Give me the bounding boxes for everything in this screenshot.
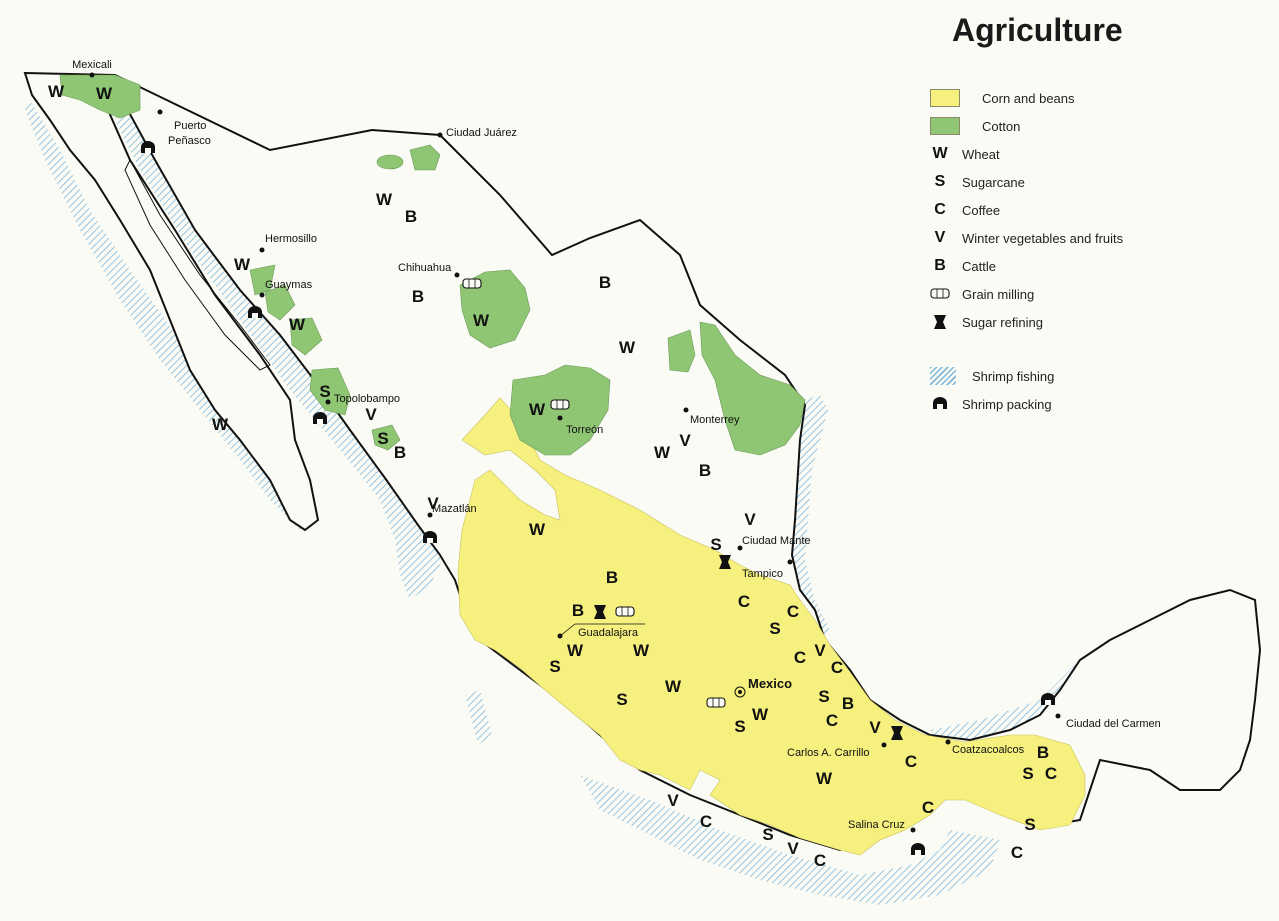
- map-title: Agriculture: [952, 12, 1123, 48]
- crop-letter-s: S: [319, 382, 330, 401]
- crop-letter-v: V: [814, 641, 826, 660]
- crop-letter-s: S: [616, 690, 627, 709]
- crop-letter-c: C: [794, 648, 806, 667]
- crop-letter-v: V: [744, 510, 756, 529]
- crop-letter-b: B: [412, 287, 424, 306]
- sugar-refining-icon: [934, 315, 946, 329]
- crop-letter-c: C: [1045, 764, 1057, 783]
- crop-letter-w: W: [234, 255, 251, 274]
- city-guadalajara: Guadalajara: [578, 627, 639, 639]
- crop-letter-w: W: [473, 311, 490, 330]
- crop-letter-s: S: [1024, 815, 1035, 834]
- shrimp-fishing-swatch: [930, 367, 956, 385]
- city-juarez: Ciudad Juárez: [446, 127, 517, 139]
- legend-shrimp-fishing: Shrimp fishing: [930, 362, 1270, 390]
- city-carrillo: Carlos A. Carrillo: [787, 747, 870, 759]
- city-mazatlan: Mazatlán: [432, 503, 477, 515]
- crop-letter-w: W: [654, 443, 671, 462]
- city-tampico: Tampico: [742, 568, 783, 580]
- city-topolobampo: Topolobampo: [334, 393, 400, 405]
- legend-grain: Grain milling: [930, 280, 1270, 308]
- legend-wheat: W Wheat: [932, 145, 1000, 162]
- legend-shrimp-packing: Shrimp packing: [930, 390, 1270, 418]
- crop-letter-s: S: [377, 429, 388, 448]
- city-markers: Mexicali Puerto Peñasco Ciudad Juárez He…: [72, 59, 1161, 855]
- corn-beans-region: [457, 397, 1086, 856]
- city-chihuahua: Chihuahua: [398, 262, 452, 274]
- corn-swatch: [930, 89, 960, 107]
- legend-refining: Sugar refining: [930, 308, 1270, 336]
- crop-letter-w: W: [633, 641, 650, 660]
- crop-letter-b: B: [405, 207, 417, 226]
- crop-letter-w: W: [48, 82, 65, 101]
- crop-letter-c: C: [700, 812, 712, 831]
- crop-letter-b: B: [1037, 743, 1049, 762]
- legend-corn: Corn and beans: [930, 84, 1270, 112]
- crop-letter-v: V: [365, 405, 377, 424]
- legend-sugarcane: S Sugarcane: [934, 173, 1025, 190]
- city-coatzacoalcos: Coatzacoalcos: [952, 744, 1025, 756]
- city-torreon: Torreón: [566, 424, 603, 436]
- crop-letter-s: S: [549, 657, 560, 676]
- crop-letter-w: W: [96, 84, 113, 103]
- legend-cotton: Cotton: [930, 112, 1270, 140]
- city-salina: Salina Cruz: [848, 819, 905, 831]
- city-mante: Ciudad Mante: [742, 535, 811, 547]
- crop-letter-w: W: [619, 338, 636, 357]
- crop-letter-v: V: [667, 791, 679, 810]
- cotton-regions: [59, 74, 806, 456]
- crop-letter-s: S: [762, 825, 773, 844]
- cotton-swatch: [930, 117, 960, 135]
- crop-letter-s: S: [818, 687, 829, 706]
- crop-letter-s: S: [734, 717, 745, 736]
- crop-letter-b: B: [606, 568, 618, 587]
- crop-letter-s: S: [769, 619, 780, 638]
- crop-letter-b: B: [699, 461, 711, 480]
- city-monterrey: Monterrey: [690, 414, 740, 426]
- crop-letter-s: S: [710, 535, 721, 554]
- crop-letter-w: W: [816, 769, 833, 788]
- crop-letter-s: S: [1022, 764, 1033, 783]
- crop-letter-c: C: [922, 798, 934, 817]
- crop-letter-v: V: [679, 431, 691, 450]
- crop-letter-c: C: [905, 752, 917, 771]
- crop-letter-c: C: [826, 711, 838, 730]
- city-penasco: Peñasco: [168, 135, 211, 147]
- city-puerto: Puerto: [174, 120, 206, 132]
- city-mexicali: Mexicali: [72, 59, 112, 71]
- legend-coffee: C Coffee: [934, 201, 1001, 218]
- crop-letter-w: W: [289, 315, 306, 334]
- crop-letter-w: W: [376, 190, 393, 209]
- city-guaymas: Guaymas: [265, 279, 313, 291]
- grain-milling-icon: [930, 288, 950, 299]
- crop-letter-c: C: [738, 592, 750, 611]
- legend: Corn and beans Cotton W Wheat S Sugarcan…: [930, 84, 1270, 418]
- crop-letter-c: C: [814, 851, 826, 870]
- crop-letter-b: B: [599, 273, 611, 292]
- crop-letter-v: V: [427, 494, 439, 513]
- shrimp-packing-icon: [933, 397, 947, 409]
- city-carmen: Ciudad del Carmen: [1066, 718, 1161, 730]
- crop-letter-w: W: [212, 415, 229, 434]
- crop-letter-b: B: [842, 694, 854, 713]
- legend-vegetables: V Winter vegetables and fruits: [934, 229, 1124, 246]
- crop-letter-b: B: [572, 601, 584, 620]
- crop-letter-w: W: [529, 400, 546, 419]
- city-mexico: Mexico: [748, 676, 792, 691]
- legend-cattle: B Cattle: [934, 257, 996, 274]
- crop-letter-w: W: [752, 705, 769, 724]
- crop-letter-c: C: [831, 658, 843, 677]
- crop-letter-w: W: [665, 677, 682, 696]
- crop-letter-v: V: [869, 718, 881, 737]
- crop-letter-b: B: [394, 443, 406, 462]
- crop-letter-c: C: [1011, 843, 1023, 862]
- capital-star-icon: [734, 686, 746, 698]
- crop-letter-w: W: [529, 520, 546, 539]
- crop-letter-w: W: [567, 641, 584, 660]
- crop-letter-v: V: [787, 839, 799, 858]
- city-hermosillo: Hermosillo: [265, 233, 317, 245]
- crop-letter-c: C: [787, 602, 799, 621]
